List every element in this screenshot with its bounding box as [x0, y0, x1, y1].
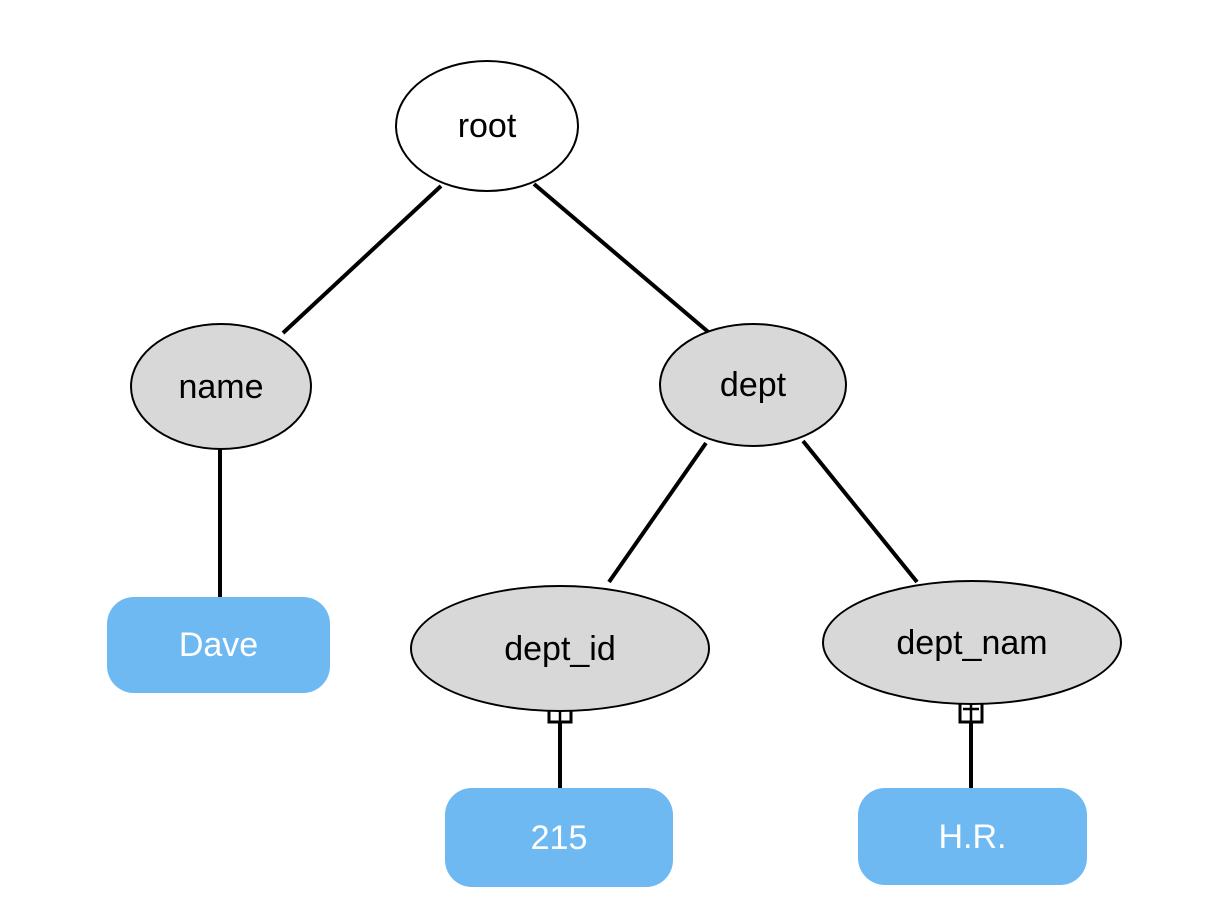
edge-dept-dept-nam	[801, 439, 919, 584]
node-dept-nam[interactable]: dept_nam	[822, 580, 1122, 705]
node-root-label: root	[457, 107, 517, 145]
value-node-hr[interactable]: H.R.	[858, 788, 1087, 885]
edge-root-name	[281, 184, 443, 335]
value-node-hr-label: H.R.	[938, 817, 1007, 856]
expand-plus-icon[interactable]	[958, 698, 984, 724]
edge-root-dept	[532, 182, 715, 338]
value-node-dave[interactable]: Dave	[107, 597, 330, 693]
node-root[interactable]: root	[395, 60, 579, 192]
edge-dept-dept-id	[607, 441, 708, 584]
node-name[interactable]: name	[130, 323, 312, 450]
value-node-215-label: 215	[530, 818, 588, 857]
node-dept[interactable]: dept	[659, 323, 847, 447]
node-name-label: name	[178, 367, 264, 406]
node-dept-id-label: dept_id	[504, 629, 616, 668]
node-dept-nam-label: dept_nam	[896, 623, 1048, 662]
value-node-215[interactable]: 215	[445, 788, 673, 887]
value-node-dave-label: Dave	[178, 626, 259, 664]
node-dept-label: dept	[719, 366, 787, 404]
node-dept-id[interactable]: dept_id	[410, 585, 710, 712]
